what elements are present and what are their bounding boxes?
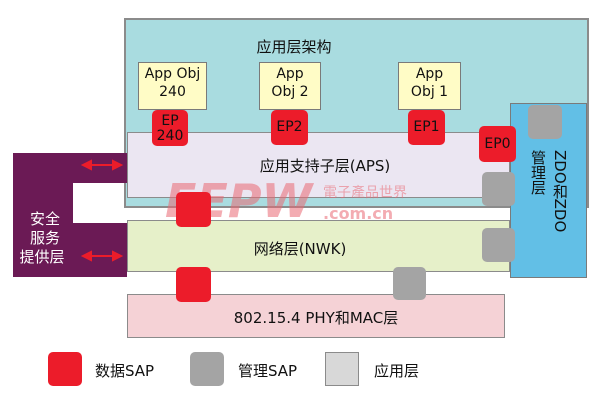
app-object-1: App Obj 1 — [398, 62, 461, 110]
app-object-240-line1: App Obj — [144, 66, 201, 82]
management-sap-nwk — [482, 228, 515, 262]
aps-sublayer — [127, 132, 510, 198]
app-object-240: App Obj 240 — [138, 62, 207, 110]
legend-application-layer-label: 应用层 — [374, 362, 420, 380]
app-object-2: App Obj 2 — [259, 62, 321, 110]
legend-management-sap-label: 管理SAP — [238, 362, 298, 380]
management-sap-mac — [393, 267, 426, 300]
data-sap-ep240 — [152, 110, 188, 146]
legend-application-layer-swatch — [325, 352, 359, 386]
svg-text:電子產品世界: 電子產品世界 — [323, 184, 407, 201]
data-sap-ep2 — [271, 110, 308, 145]
management-sap-aps — [482, 172, 515, 206]
ep1-label: EP1 — [413, 119, 440, 135]
legend-data-sap-label: 数据SAP — [95, 362, 155, 380]
ep240-label: EP 240 — [152, 114, 188, 144]
zdo-management-label: ZDO和ZDO管理层 — [529, 150, 569, 233]
security-label-line1: 安全 — [29, 210, 60, 228]
aps-sublayer-label: 应用支持子层(APS) — [259, 157, 391, 175]
management-sap-zdo-top — [528, 105, 562, 139]
network-layer-label: 网络层(NWK) — [253, 240, 347, 258]
app-object-1-line2: Obj 1 — [410, 84, 449, 100]
ep0-label: EP0 — [484, 136, 511, 152]
svg-text:.com.cn: .com.cn — [323, 204, 393, 223]
security-nwk-arrow — [80, 250, 124, 262]
legend-management-sap-swatch — [190, 352, 224, 386]
security-aps-arrow — [80, 159, 124, 171]
security-service-provider — [13, 153, 127, 277]
app-object-2-line1: App — [276, 66, 304, 82]
phy-mac-layer-label: 802.15.4 PHY和MAC层 — [233, 309, 399, 327]
data-sap-ep1 — [408, 110, 445, 145]
application-layer-framework-label: 应用层架构 — [256, 38, 332, 56]
legend-data-sap-swatch — [48, 352, 82, 386]
app-object-240-line2: 240 — [159, 84, 186, 100]
network-layer — [127, 220, 510, 272]
ep240-label-line2: 240 — [156, 128, 184, 144]
ep240-label-line1: EP — [161, 113, 179, 129]
security-service-label: 安全 服务 提供层 — [19, 210, 70, 267]
app-object-1-line1: App — [415, 66, 444, 82]
security-label-line3: 提供层 — [19, 248, 65, 266]
data-sap-ep0 — [479, 126, 516, 162]
data-sap-nwk-mac — [176, 267, 211, 302]
app-object-2-line2: Obj 2 — [271, 84, 309, 100]
ep2-label: EP2 — [276, 119, 303, 135]
security-label-line2: 服务 — [29, 229, 60, 247]
data-sap-aps-nwk — [176, 192, 211, 227]
